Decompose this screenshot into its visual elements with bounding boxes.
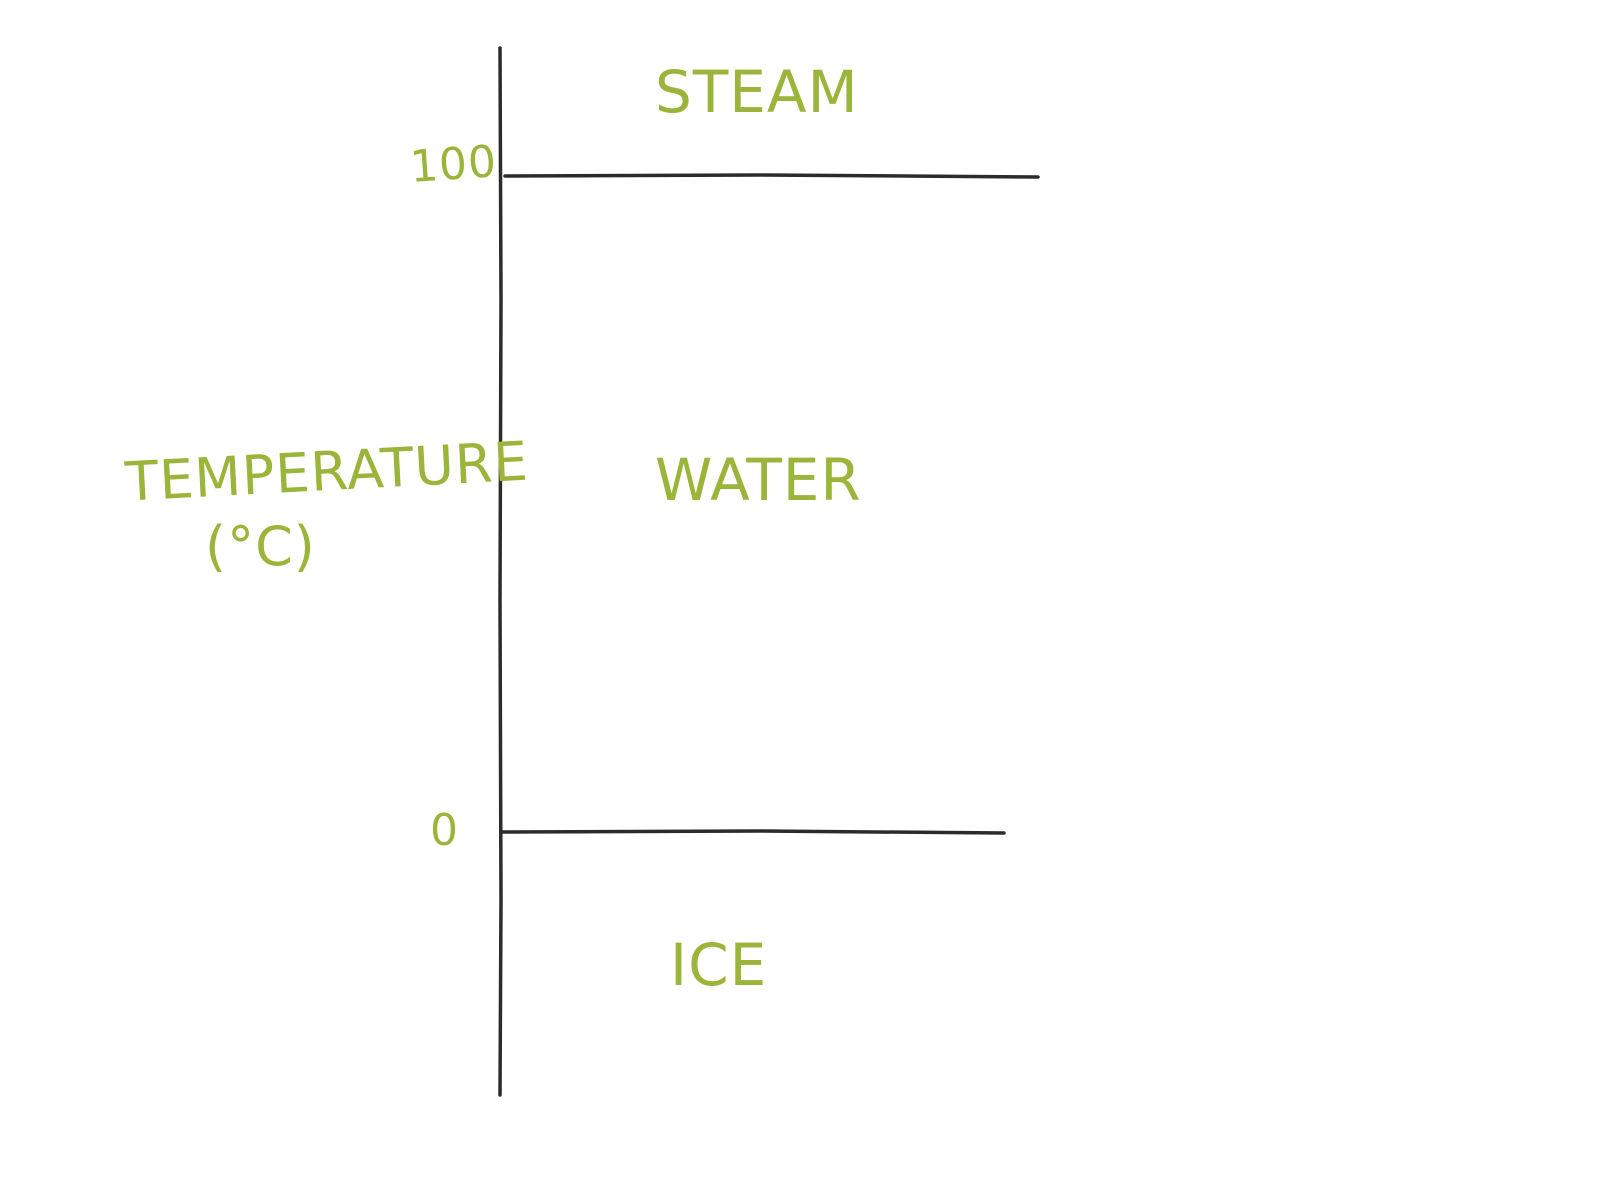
region-label-steam: Steam <box>655 58 859 126</box>
tick-label-100: 100 <box>408 136 498 193</box>
axis-label-temperature: Temperature <box>123 430 530 514</box>
tick-label-0: 0 <box>430 805 459 856</box>
boiling-point-line <box>503 173 1040 179</box>
region-label-water: Water <box>655 446 862 514</box>
temperature-axis <box>498 46 503 1097</box>
axis-label-unit: (°C) <box>205 515 316 578</box>
freezing-point-line <box>500 829 1006 835</box>
region-label-ice: Ice <box>670 931 767 999</box>
